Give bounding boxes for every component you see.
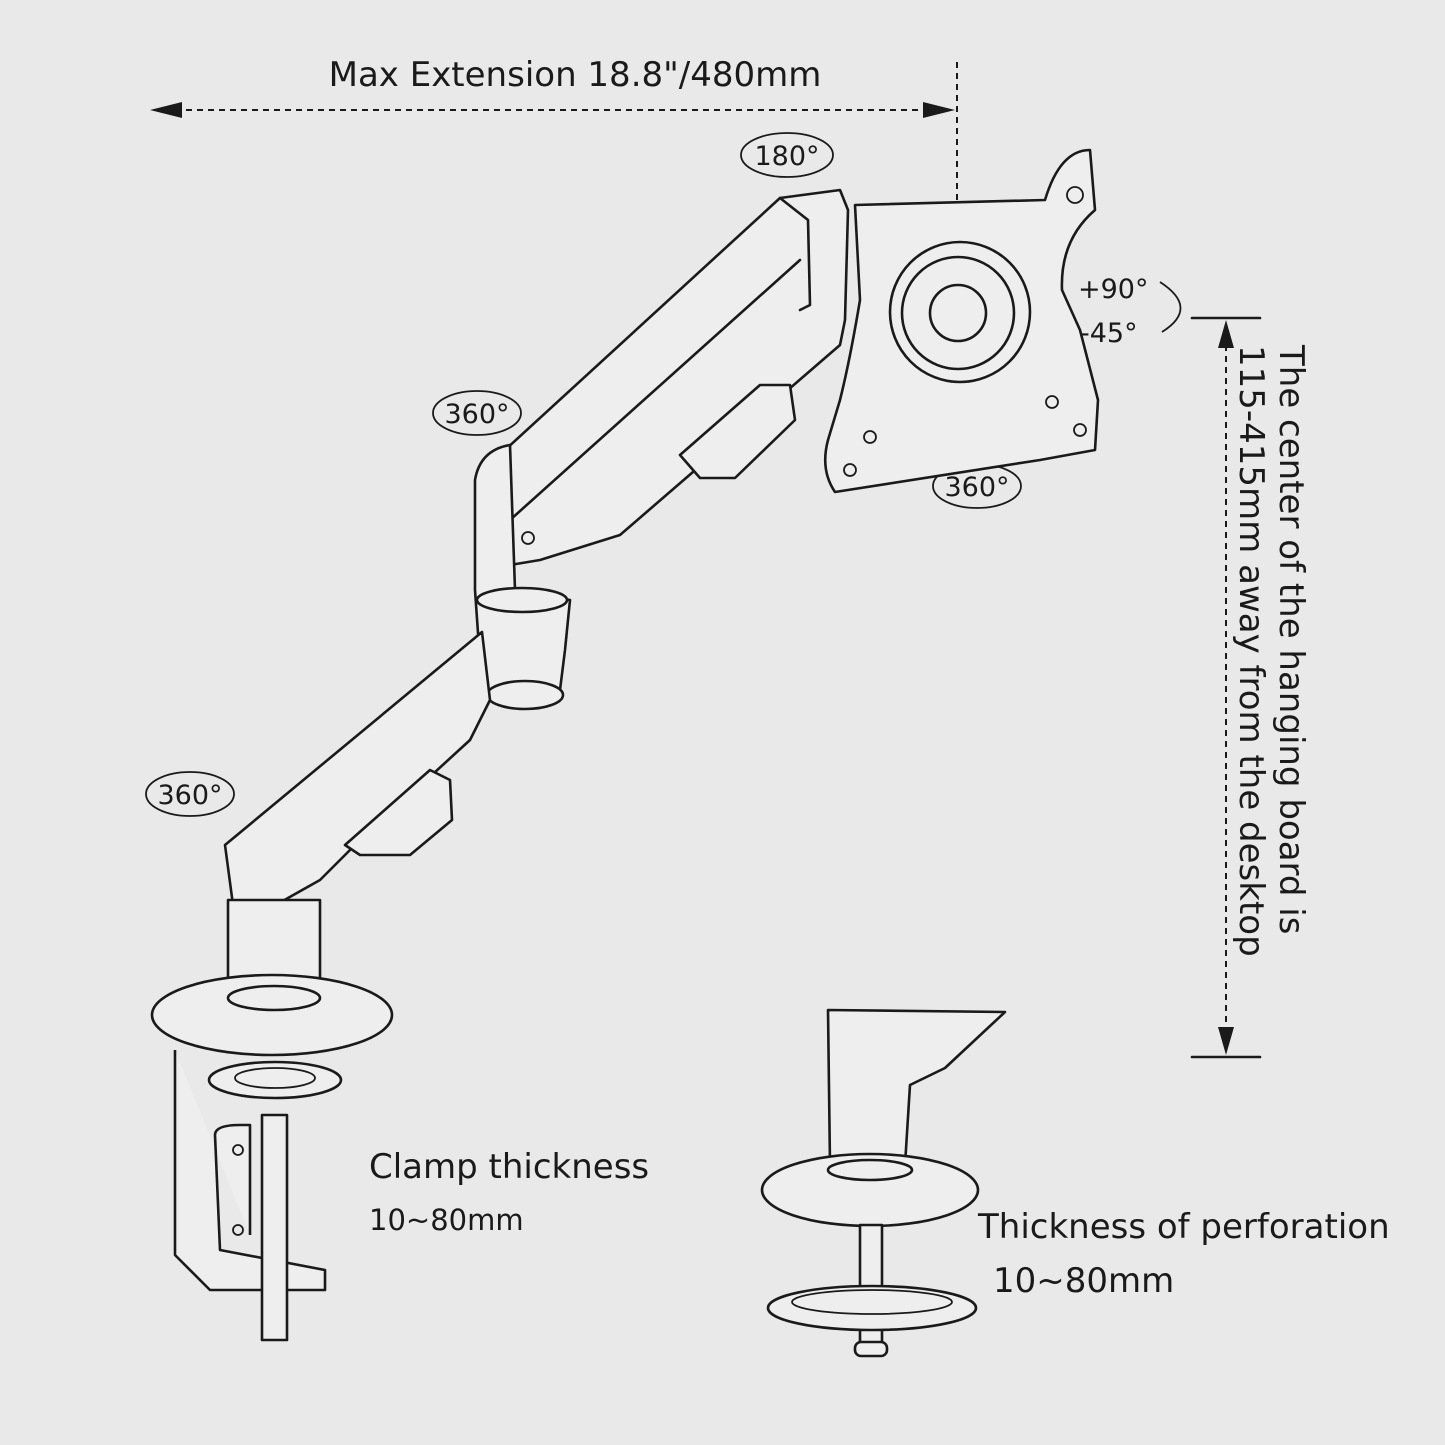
vesa-hole [1073,423,1087,437]
rotation-marker-base: 360° [145,771,235,817]
extension-arrow-right [923,102,955,118]
clamp-thickness-title: Clamp thickness [369,1147,649,1187]
upper-arm-body [503,188,850,567]
vesa-hole [843,463,857,477]
rotation-label-base: 360° [157,780,222,811]
rotation-marker-upper-arm: 360° [432,390,522,436]
tilt-indicator: +90° -45° [1078,274,1182,349]
lower-arm [223,630,492,927]
max-extension-label: Max Extension 18.8"/480mm [329,55,822,95]
height-dimension: The center of the hanging board is 115-4… [1190,316,1311,1059]
rotation-arrow-icon [740,132,834,178]
height-note-line1: The center of the hanging board is [1271,344,1311,934]
upper-arm [503,188,850,567]
grommet-mount [760,1008,1007,1358]
rotation-arrow-icon [432,390,522,436]
lower-arm-cable-clip [343,768,454,857]
c-clamp-frame [173,1050,327,1292]
vesa-hole [1066,186,1084,204]
vesa-hole [1045,395,1059,409]
grommet-bolt-head [853,1340,889,1358]
height-arrow-top [1218,320,1234,348]
tilt-up-label: +90° [1078,274,1148,305]
perforation-thickness-title: Thickness of perforation [977,1207,1390,1247]
upper-arm-joint [778,196,812,312]
clamp-mount [150,898,394,1342]
clamp-washer [207,1060,343,1100]
rotation-arrow-icon [145,771,235,817]
clamp-thickness-range: 10~80mm [369,1203,524,1237]
arm-pivot-screw [521,531,535,545]
clamp-washer-hole [234,1067,316,1089]
rotation-marker-vesa-top: 180° [740,132,834,178]
perforation-thickness-range: 10~80mm [993,1261,1174,1301]
grommet-plate [766,1284,978,1332]
height-arrow-bottom [1218,1027,1234,1055]
elbow-collar [475,586,569,614]
extension-arrow-left [150,102,182,118]
rotation-label-vesa-plate: 360° [944,472,1009,503]
clamp-screw-hole [232,1144,244,1156]
upper-arm-cable-clip [678,383,797,480]
vesa-center-hole [928,283,988,343]
clamp-screw-rod [260,1113,289,1342]
tilt-down-label: -45° [1080,318,1138,349]
pole-base-ring [226,984,322,1012]
lower-arm-body [223,630,492,927]
height-note-line2: 115-415mm away from the desktop [1231,345,1271,957]
vesa-hole [863,430,877,444]
elbow-cap [485,679,565,711]
tilt-arrow-icon [1159,281,1182,333]
rotation-label-180: 180° [754,141,819,172]
clamp-screw-hole [232,1224,244,1236]
max-extension-dimension: Max Extension 18.8"/480mm [150,55,958,215]
vesa-plate [823,148,1100,494]
grommet-pole-ring [826,1158,914,1182]
grommet-arm-stub [826,1008,1007,1167]
desk-base-plate [150,973,394,1057]
grommet-slot [791,1289,953,1315]
rotation-label-upper-arm: 360° [444,399,509,430]
